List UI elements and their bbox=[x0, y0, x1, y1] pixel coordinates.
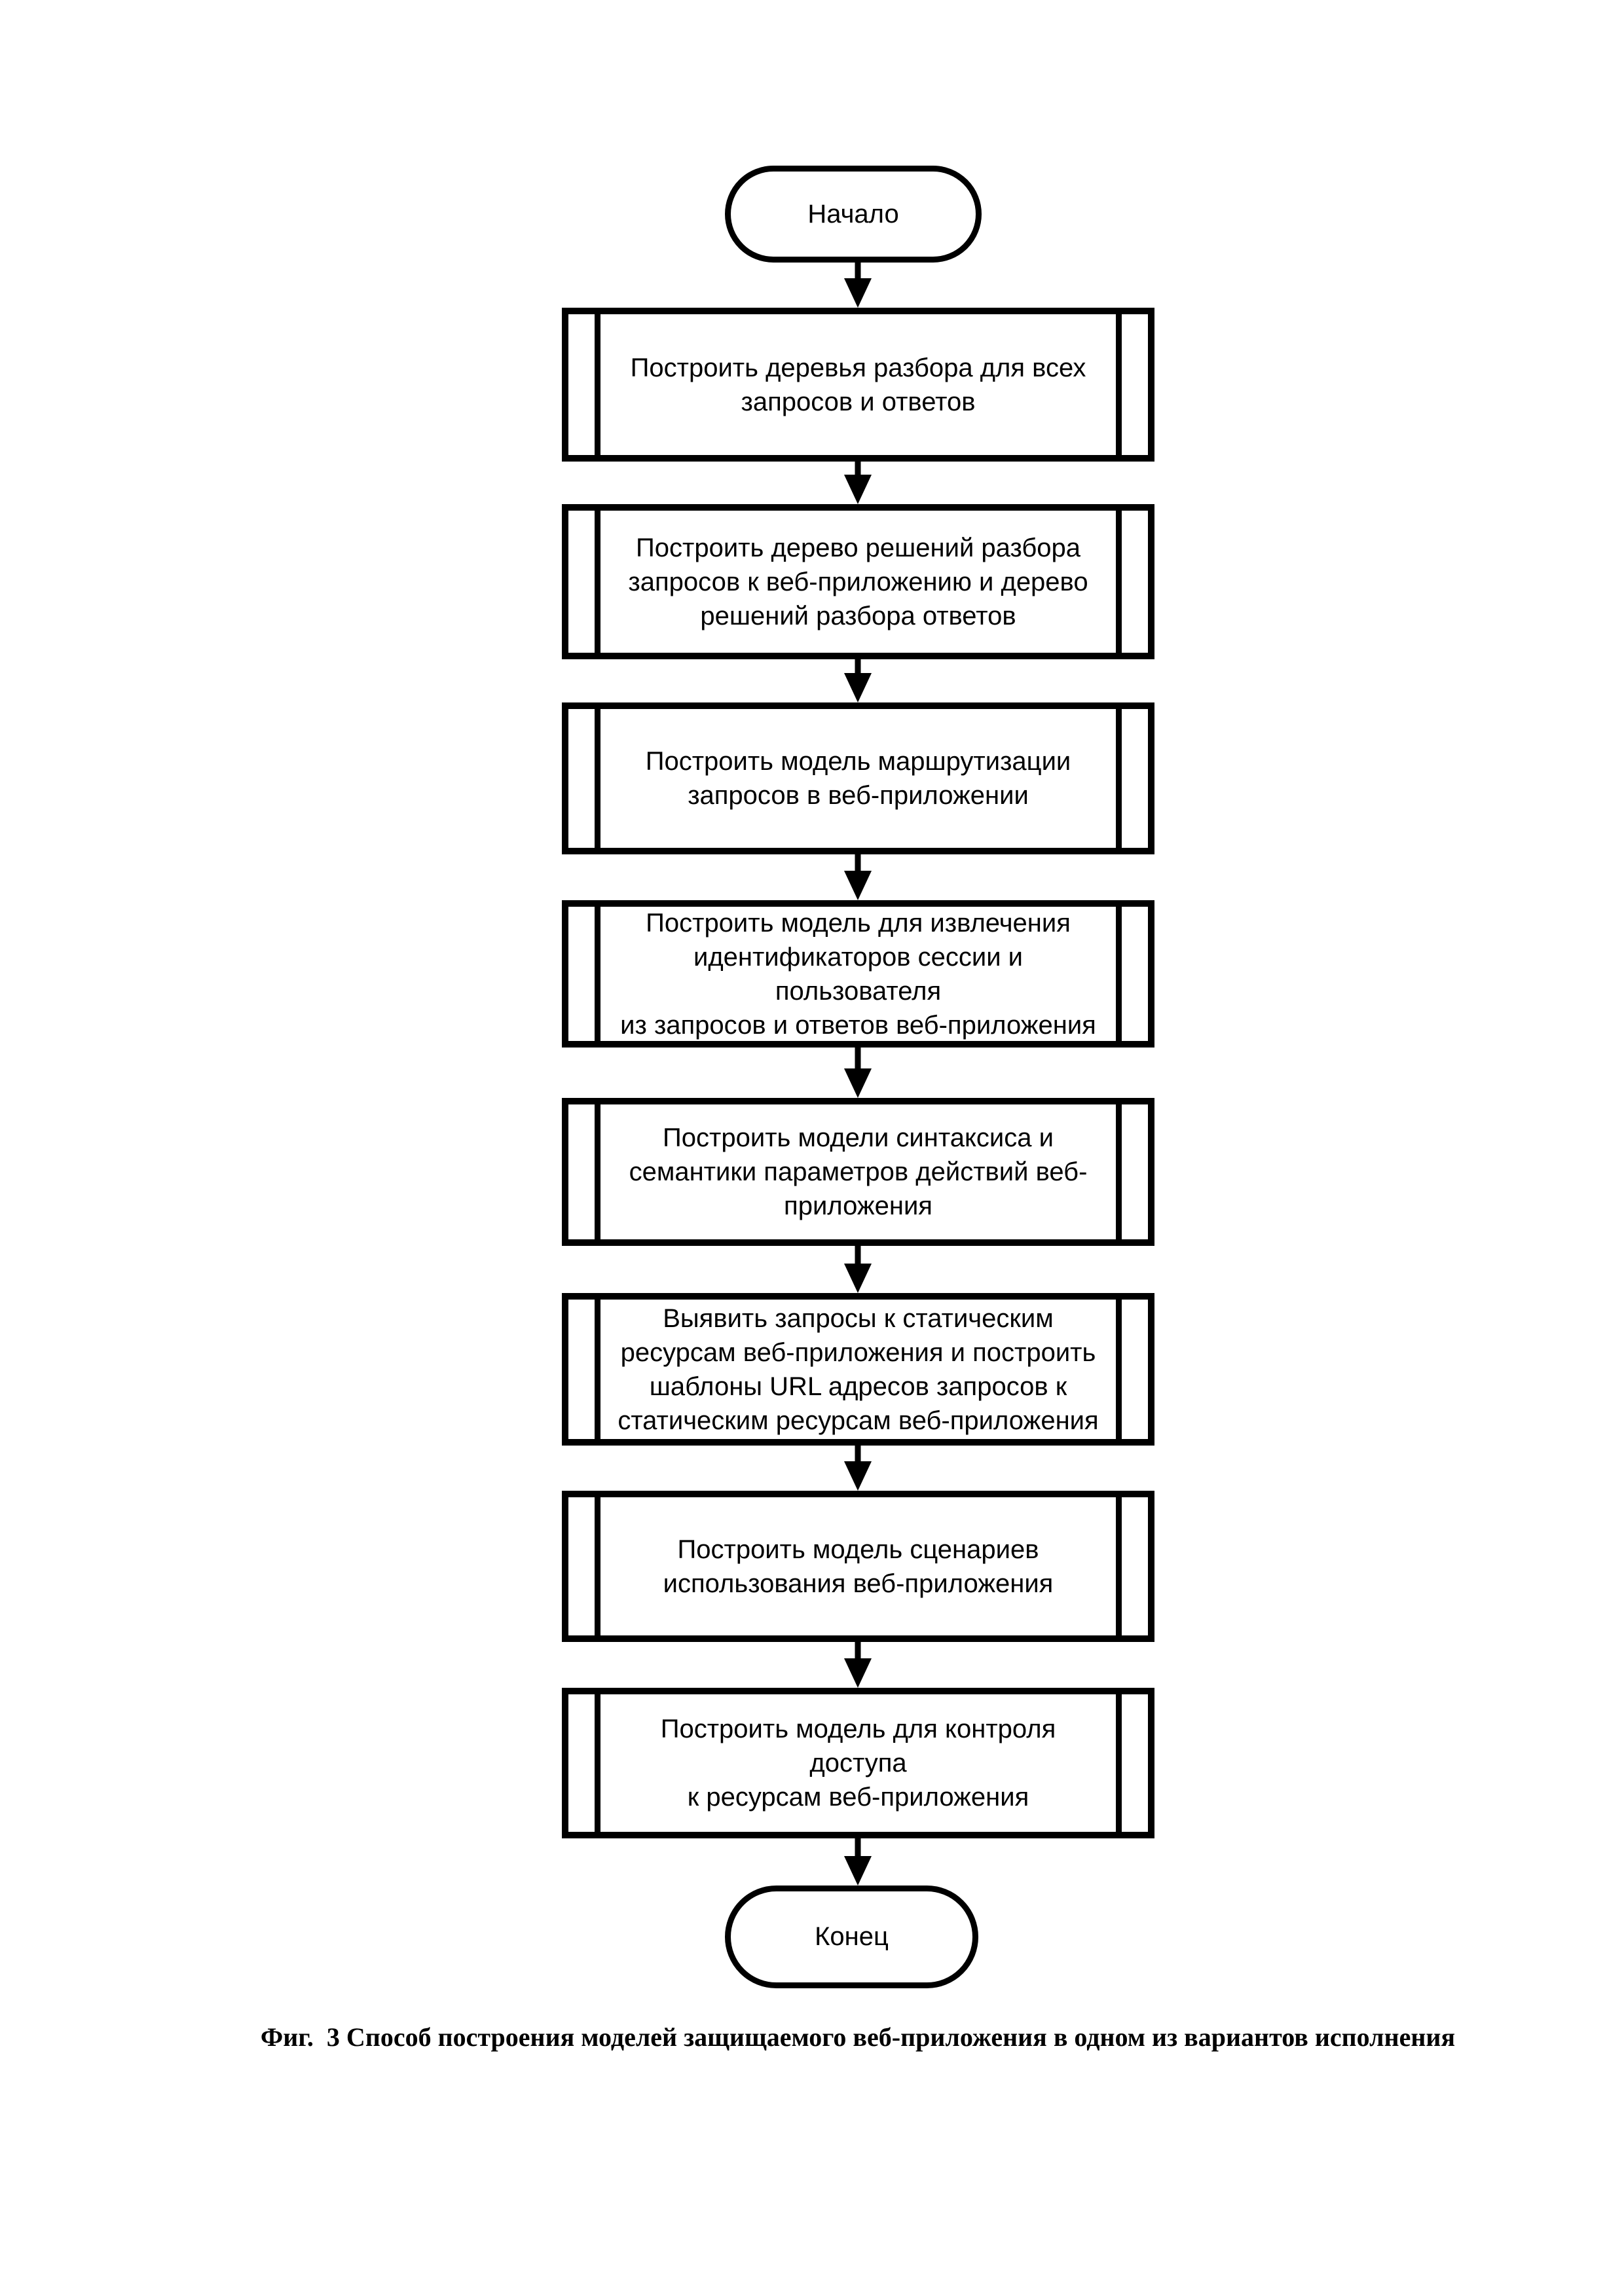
step-label: Построить модели синтаксиса и семантики … bbox=[629, 1123, 1088, 1220]
arrow-head-icon bbox=[844, 1461, 872, 1491]
predefined-process-bar bbox=[595, 1694, 600, 1832]
predefined-process-bar bbox=[595, 907, 600, 1041]
predefined-process-bar bbox=[1116, 1300, 1122, 1439]
process-step-3: Построить модель маршрутизации запросов … bbox=[562, 702, 1154, 854]
arrow-stem bbox=[855, 262, 861, 279]
arrow-stem bbox=[855, 462, 861, 475]
process-step-1: Построить деревья разбора для всех запро… bbox=[562, 308, 1154, 462]
flow-arrow bbox=[844, 659, 872, 702]
flow-arrow bbox=[844, 1446, 872, 1491]
predefined-process-bar bbox=[595, 314, 600, 455]
step-label: Построить модель для извлечения идентифи… bbox=[620, 908, 1096, 1040]
predefined-process-bar bbox=[1116, 511, 1122, 653]
arrow-head-icon bbox=[844, 475, 872, 504]
predefined-process-bar bbox=[1116, 1104, 1122, 1239]
step-label: Выявить запросы к статическим ресурсам в… bbox=[618, 1303, 1099, 1435]
flow-arrow bbox=[844, 1838, 872, 1886]
predefined-process-bar bbox=[595, 1104, 600, 1239]
step-label: Построить деревья разбора для всех запро… bbox=[630, 353, 1086, 416]
arrow-head-icon bbox=[844, 1068, 872, 1098]
start-terminal-node: Начало bbox=[725, 166, 982, 263]
arrow-stem bbox=[855, 854, 861, 871]
end-terminal-node: Конец bbox=[725, 1886, 978, 1988]
predefined-process-bar bbox=[595, 511, 600, 653]
process-step-7: Построить модель сценариев использования… bbox=[562, 1491, 1154, 1642]
step-label: Построить модель сценариев использования… bbox=[663, 1535, 1054, 1598]
process-step-2: Построить дерево решений разбора запросо… bbox=[562, 504, 1154, 659]
arrow-stem bbox=[855, 1048, 861, 1069]
arrow-stem bbox=[855, 1446, 861, 1462]
process-step-6: Выявить запросы к статическим ресурсам в… bbox=[562, 1293, 1154, 1446]
arrow-head-icon bbox=[844, 278, 872, 308]
arrow-head-icon bbox=[844, 1856, 872, 1886]
flow-arrow bbox=[844, 1048, 872, 1098]
predefined-process-bar bbox=[595, 1300, 600, 1439]
flow-arrow bbox=[844, 854, 872, 900]
flow-arrow bbox=[844, 262, 872, 308]
step-label: Построить модель для контроля доступа к … bbox=[660, 1715, 1056, 1812]
flow-arrow bbox=[844, 1642, 872, 1688]
arrow-head-icon bbox=[844, 673, 872, 702]
arrow-stem bbox=[855, 1838, 861, 1857]
process-step-8: Построить модель для контроля доступа к … bbox=[562, 1688, 1154, 1838]
predefined-process-bar bbox=[595, 709, 600, 848]
step-label: Построить модель маршрутизации запросов … bbox=[645, 747, 1071, 810]
start-label: Начало bbox=[807, 199, 899, 228]
predefined-process-bar bbox=[595, 1497, 600, 1635]
arrow-stem bbox=[855, 1246, 861, 1264]
figure-caption: Фиг. 3 Способ построения моделей защищае… bbox=[260, 2022, 1456, 2052]
arrow-stem bbox=[855, 659, 861, 674]
arrow-head-icon bbox=[844, 1658, 872, 1688]
arrow-head-icon bbox=[844, 1264, 872, 1293]
process-step-4: Построить модель для извлечения идентифи… bbox=[562, 900, 1154, 1048]
predefined-process-bar bbox=[1116, 709, 1122, 848]
predefined-process-bar bbox=[1116, 907, 1122, 1041]
predefined-process-bar bbox=[1116, 314, 1122, 455]
step-label: Построить дерево решений разбора запросо… bbox=[628, 533, 1088, 630]
predefined-process-bar bbox=[1116, 1497, 1122, 1635]
flow-arrow bbox=[844, 1246, 872, 1293]
end-label: Конец bbox=[815, 1922, 889, 1951]
flow-arrow bbox=[844, 462, 872, 504]
arrow-stem bbox=[855, 1642, 861, 1659]
process-step-5: Построить модели синтаксиса и семантики … bbox=[562, 1098, 1154, 1246]
arrow-head-icon bbox=[844, 871, 872, 900]
predefined-process-bar bbox=[1116, 1694, 1122, 1832]
